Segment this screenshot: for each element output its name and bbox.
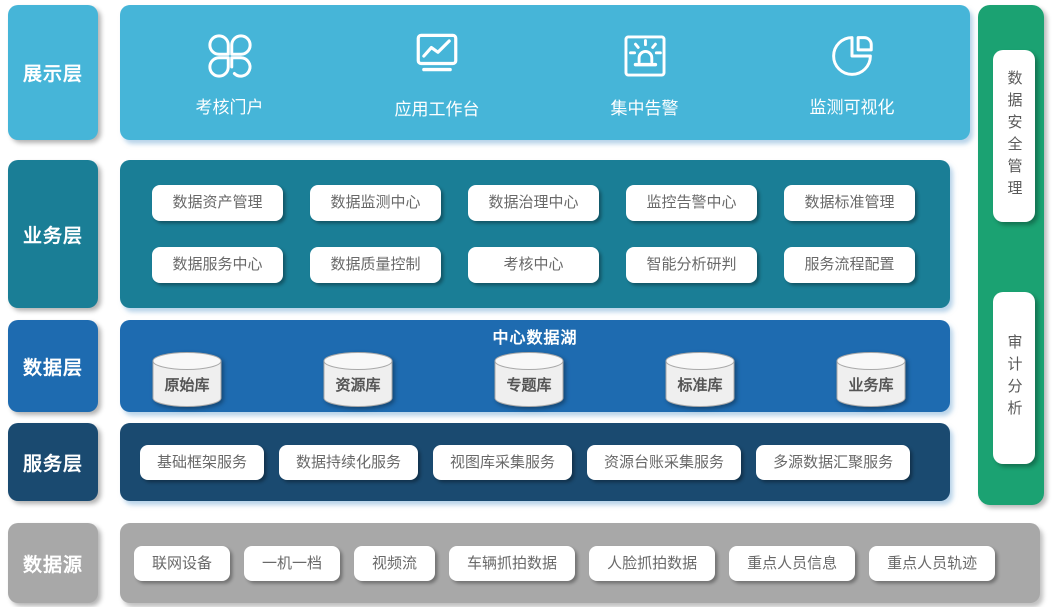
layer-label-text: 展示层 <box>22 64 83 85</box>
data-source-chip: 车辆抓拍数据 <box>449 545 576 581</box>
business-chip: 数据监测中心 <box>310 185 441 221</box>
business-row-1: 数据资产管理 数据监测中心 数据治理中心 监控告警中心 数据标准管理 <box>152 185 915 221</box>
data-layer-box: 中心数据湖 原始库 资源库 专题库 标准库 业务库 <box>120 320 950 412</box>
business-chip: 考核中心 <box>468 247 599 283</box>
business-chip: 智能分析研判 <box>626 247 757 283</box>
database-label: 业务库 <box>848 376 893 394</box>
database-label: 标准库 <box>676 376 722 394</box>
presentation-item-central-alarm: 集中告警 <box>611 27 679 119</box>
presentation-item-label: 集中告警 <box>610 98 679 118</box>
business-chip: 数据资产管理 <box>152 185 283 221</box>
business-chip: 数据治理中心 <box>468 185 599 221</box>
layer-label-text: 数据层 <box>22 357 83 379</box>
audit-analysis-pill: 审计分析 <box>993 292 1035 464</box>
database-row: 原始库 资源库 专题库 标准库 业务库 <box>120 348 950 410</box>
data-source-chip: 联网设备 <box>134 545 231 581</box>
service-layer-box: 基础框架服务 数据持续化服务 视图库采集服务 资源台账采集服务 多源数据汇聚服务 <box>120 423 950 501</box>
business-layer-box: 数据资产管理 数据监测中心 数据治理中心 监控告警中心 数据标准管理 数据服务中… <box>120 160 950 308</box>
layer-label-data-sources: 数据源 <box>8 523 98 603</box>
database-label: 专题库 <box>506 376 551 394</box>
database-cylinder-icon: 专题库 <box>494 352 564 407</box>
central-data-lake-title: 中心数据湖 <box>492 330 578 347</box>
service-chip: 基础框架服务 <box>140 444 265 480</box>
business-chip: 数据质量控制 <box>310 247 441 283</box>
data-sources-box: 联网设备 一机一档 视频流 车辆抓拍数据 人脸抓拍数据 重点人员信息 重点人员轨… <box>120 523 1040 603</box>
layer-label-text: 服务层 <box>22 453 83 475</box>
business-chip: 监控告警中心 <box>626 185 757 221</box>
data-security-management-pill: 数据安全管理 <box>993 50 1035 222</box>
presentation-item-label: 考核门户 <box>195 97 264 117</box>
monitor-chart-icon <box>416 33 458 71</box>
layer-label-presentation: 展示层 <box>8 5 98 140</box>
data-source-chip: 一机一档 <box>244 545 341 581</box>
service-chip: 数据持续化服务 <box>279 444 419 480</box>
database-cylinder-icon: 原始库 <box>152 352 222 407</box>
right-rail-security-bar: 数据安全管理 审计分析 <box>978 5 1044 505</box>
data-source-chip: 视频流 <box>354 545 436 581</box>
database-cylinder-icon: 标准库 <box>665 352 735 407</box>
presentation-item-assessment-portal: 考核门户 <box>196 28 264 118</box>
layer-label-business: 业务层 <box>8 160 98 308</box>
layer-label-data: 数据层 <box>8 320 98 412</box>
business-chip: 数据服务中心 <box>152 247 283 283</box>
layer-label-service: 服务层 <box>8 423 98 501</box>
data-source-chip: 重点人员信息 <box>729 545 856 581</box>
database-cylinder-icon: 资源库 <box>323 352 393 407</box>
data-source-chip: 人脸抓拍数据 <box>589 545 716 581</box>
pie-chart-icon <box>832 35 873 76</box>
service-chip: 资源台账采集服务 <box>587 444 742 480</box>
database-label: 原始库 <box>164 376 209 394</box>
database-cylinder-icon: 业务库 <box>836 352 906 407</box>
service-chip: 视图库采集服务 <box>433 444 573 480</box>
layer-label-text: 业务层 <box>22 225 83 247</box>
service-chip: 多源数据汇聚服务 <box>756 444 911 480</box>
presentation-item-monitoring-visualization: 监测可视化 <box>810 28 895 118</box>
clover-icon <box>207 33 252 78</box>
presentation-item-label: 监测可视化 <box>809 97 895 117</box>
presentation-item-app-workbench: 应用工作台 <box>395 26 480 120</box>
presentation-layer-box: 考核门户 应用工作台 集中告警 监测可视化 <box>120 5 970 140</box>
business-chip: 服务流程配置 <box>784 247 915 283</box>
database-label: 资源库 <box>335 376 380 394</box>
data-source-chip: 重点人员轨迹 <box>869 545 996 581</box>
presentation-item-label: 应用工作台 <box>394 99 480 119</box>
layer-label-text: 数据源 <box>22 554 83 576</box>
business-chip: 数据标准管理 <box>784 185 915 221</box>
alarm-icon <box>624 35 665 76</box>
business-row-2: 数据服务中心 数据质量控制 考核中心 智能分析研判 服务流程配置 <box>152 247 915 283</box>
